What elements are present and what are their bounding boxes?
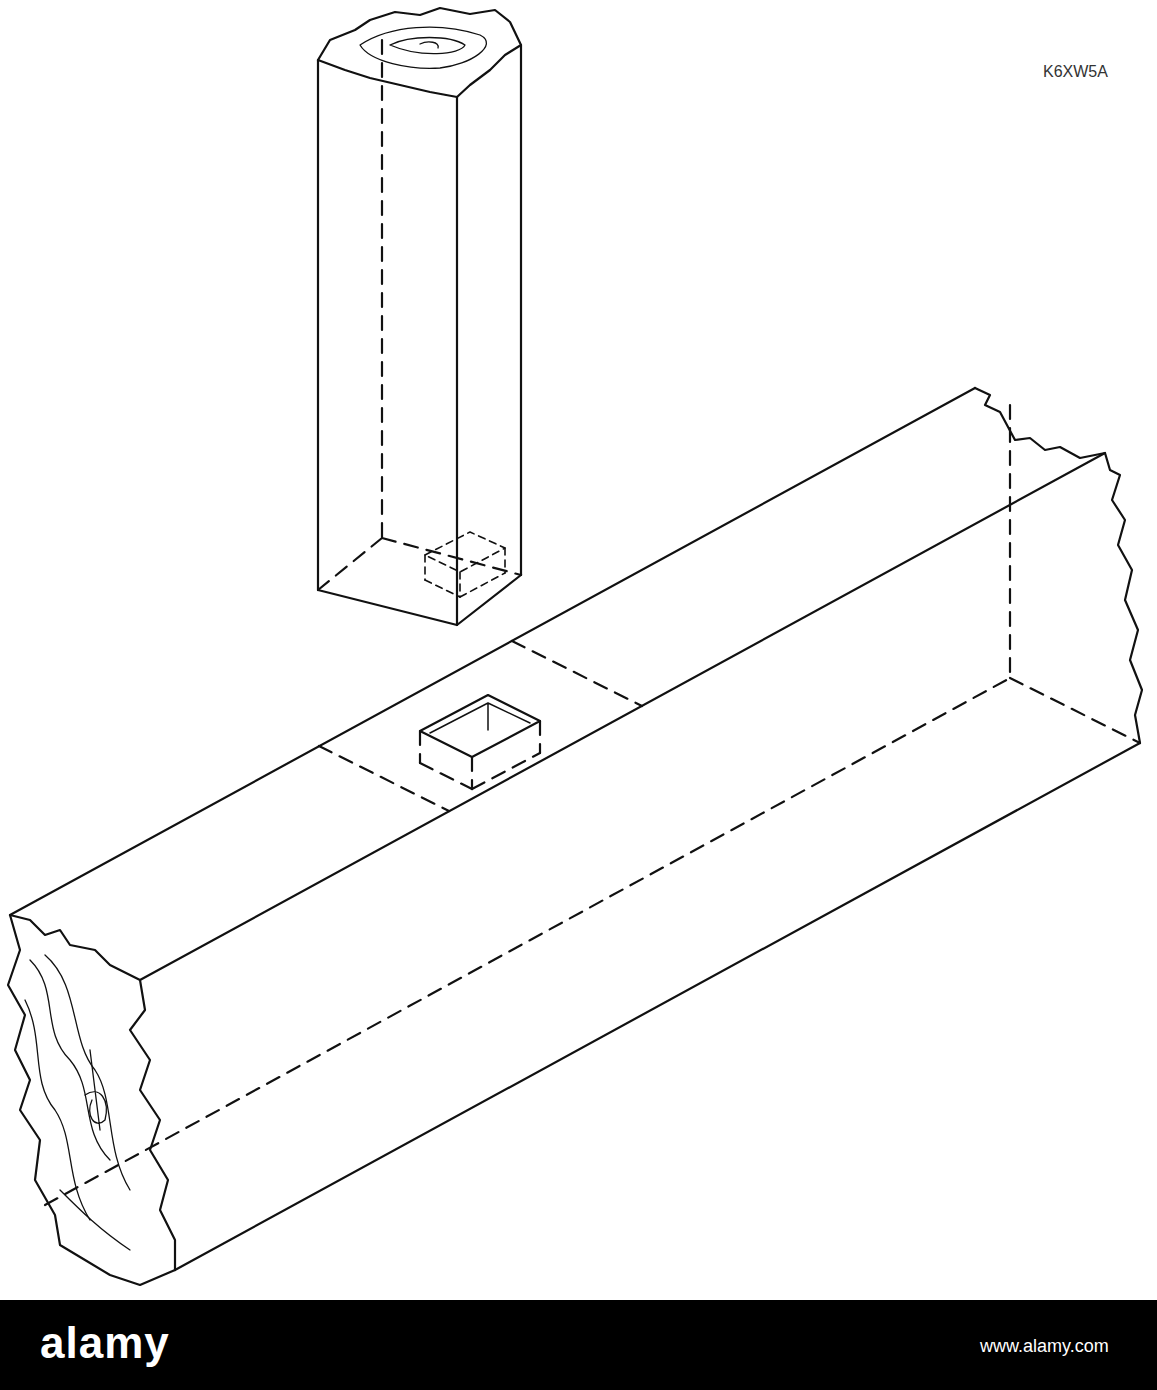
post-edge	[457, 575, 521, 625]
wood-grain	[25, 955, 130, 1250]
post-edge	[456, 97, 458, 625]
tenon	[425, 532, 505, 597]
post-top	[318, 8, 521, 97]
beam-edge	[140, 453, 1105, 980]
watermark-bar	[0, 1300, 1157, 1390]
beam-edge	[10, 388, 975, 915]
post-edge	[520, 45, 522, 575]
hidden-edge	[318, 40, 521, 590]
beam-edge	[175, 743, 1140, 1270]
watermark-url: www.alamy.com	[980, 1336, 1109, 1357]
broken-end	[8, 915, 175, 1285]
broken-end	[10, 915, 175, 1270]
post-edge	[317, 60, 319, 590]
hidden-edge	[45, 405, 1140, 1205]
broken-end	[975, 388, 1142, 743]
post-edge	[318, 590, 457, 625]
mortise	[420, 695, 540, 757]
mortise-wall	[430, 703, 530, 733]
watermark-logo: alamy	[40, 1318, 170, 1368]
wood-grain	[360, 27, 486, 68]
image-id: K6XW5A	[1040, 62, 1111, 82]
